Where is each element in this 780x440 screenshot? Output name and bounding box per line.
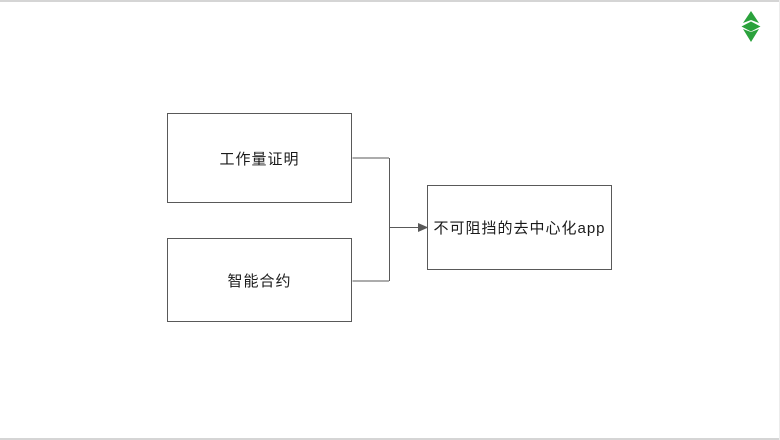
proof-of-work-label: 工作量证明 — [219, 150, 300, 168]
unstoppable-dapp-label: 不可阻挡的去中心化app — [433, 220, 606, 237]
smart-contract-label: 智能合约 — [227, 272, 292, 290]
diagram-box-smart-contract[interactable]: 智能合约 — [167, 238, 352, 322]
canvas-bottom-edge — [0, 438, 780, 440]
diagram-box-proof-of-work[interactable]: 工作量证明 — [167, 113, 352, 203]
ethereum-classic-diamond-icon — [740, 11, 762, 43]
diagram-box-unstoppable-dapp[interactable]: 不可阻挡的去中心化app — [427, 185, 612, 270]
canvas-top-edge — [0, 0, 780, 2]
